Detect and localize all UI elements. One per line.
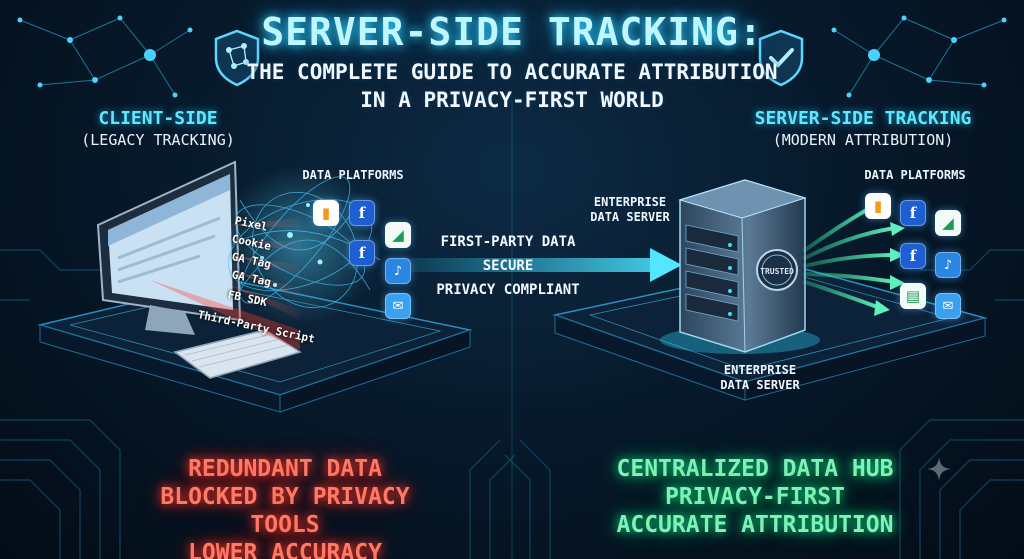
client-monitor [96, 160, 302, 379]
trusted-seal-text: TRUSTED [760, 267, 794, 276]
facebook-icon-2: f [349, 240, 375, 266]
left-platforms-label: DATA PLATFORMS [302, 168, 404, 182]
tiktok-icon: ♪ [385, 258, 411, 284]
outcome-blocked: BLOCKED BY PRIVACY TOOLS [160, 484, 410, 538]
server-label-bottom-line1: ENTERPRISE [723, 363, 797, 377]
page-subtitle: THE COMPLETE GUIDE TO ACCURATE ATTRIBUTI… [0, 58, 1024, 114]
subtitle-line-2: IN A PRIVACY-FIRST WORLD [360, 88, 664, 112]
subtitle-line-1: THE COMPLETE GUIDE TO ACCURATE ATTRIBUTI… [246, 60, 778, 84]
server-side-outcomes: CENTRALIZED DATA HUB PRIVACY-FIRST ACCUR… [575, 455, 935, 539]
page-title: SERVER-SIDE TRACKING: [261, 10, 763, 54]
outcome-privacy-first: PRIVACY-FIRST [664, 484, 845, 510]
facebook-icon: f [349, 200, 375, 226]
enterprise-server [660, 179, 820, 354]
tiktok-icon-r: ♪ [935, 252, 961, 278]
ads-icon-r: ◢ [935, 210, 961, 236]
flow-label-first-party: FIRST-PARTY DATA [440, 234, 576, 250]
flow-arrow [395, 248, 682, 282]
right-platforms-label: DATA PLATFORMS [864, 168, 966, 182]
server-label-top-line1: ENTERPRISE [593, 195, 667, 209]
analytics-icon-r: ▮ [865, 193, 891, 219]
server-label-bottom-line2: DATA SERVER [720, 378, 800, 392]
facebook-icon-r: f [900, 200, 926, 226]
ads-icon: ◢ [385, 222, 411, 248]
analytics-icon: ▮ [313, 200, 339, 226]
flow-label-privacy: PRIVACY COMPLIANT [436, 282, 580, 298]
server-label-top-line2: DATA SERVER [590, 210, 670, 224]
outcome-lower-accuracy: LOWER ACCURACY [188, 540, 382, 559]
chat-icon: ✉ [385, 293, 411, 319]
server-side-heading: SERVER-SIDE TRACKING (MODERN ATTRIBUTION… [748, 108, 978, 149]
outcome-redundant: REDUNDANT DATA [188, 456, 382, 482]
client-side-subtitle: (LEGACY TRACKING) [81, 131, 235, 149]
outcome-accurate: ACCURATE ATTRIBUTION [616, 512, 894, 538]
server-label-top: ENTERPRISE DATA SERVER [580, 195, 680, 225]
server-label-bottom: ENTERPRISE DATA SERVER [710, 363, 810, 393]
flow-label-secure: SECURE [482, 258, 534, 274]
server-side-title: SERVER-SIDE TRACKING [754, 108, 972, 129]
server-side-subtitle: (MODERN ATTRIBUTION) [772, 131, 954, 149]
client-side-outcomes: REDUNDANT DATA BLOCKED BY PRIVACY TOOLS … [120, 455, 450, 559]
client-side-heading: CLIENT-SIDE (LEGACY TRACKING) [78, 108, 238, 149]
ads-icon-r2: ▤ [900, 283, 926, 309]
facebook-icon-r2: f [900, 243, 926, 269]
outcome-centralized: CENTRALIZED DATA HUB [616, 456, 894, 482]
client-side-title: CLIENT-SIDE [98, 108, 218, 129]
chat-icon-r: ✉ [935, 293, 961, 319]
network-shield-icon [214, 29, 260, 87]
sparkle-icon [927, 457, 951, 481]
check-shield-icon [758, 29, 804, 87]
